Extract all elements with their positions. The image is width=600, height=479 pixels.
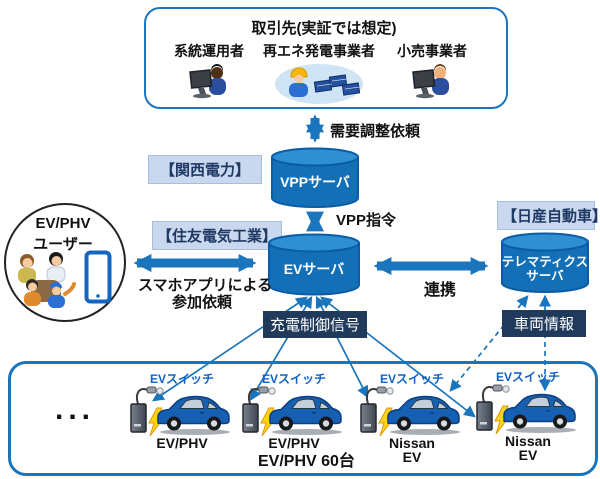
car-group-1: EVスイッチ EV/PHV bbox=[126, 370, 238, 462]
vpp-server-label: VPPサーバ bbox=[280, 174, 350, 190]
operator-at-desk-icon bbox=[189, 64, 226, 99]
ev-charging-car-icon bbox=[476, 384, 576, 434]
ev-switch-label: EVスイッチ bbox=[149, 372, 214, 386]
retailer-at-desk-icon bbox=[412, 64, 449, 99]
app-request-label-2: 参加依頼 bbox=[171, 294, 232, 311]
telematics-server-label-2: サーバ bbox=[526, 269, 564, 283]
trading-partners-title: 取引先(実証では想定) bbox=[251, 20, 397, 37]
app-request-label-1: スマホアプリによる bbox=[138, 277, 273, 294]
user-circle-line1: EV/PHV bbox=[35, 215, 91, 232]
car-label: Nissan EV bbox=[505, 433, 551, 463]
ev-charging-car-icon bbox=[360, 386, 460, 436]
car-group-4: EVスイッチ Nissan EV bbox=[472, 368, 584, 463]
entity-grid-operator: 系統運用者 bbox=[159, 41, 259, 108]
vpp-server: VPPサーバ bbox=[269, 146, 361, 208]
ev-charging-car-icon bbox=[242, 386, 342, 436]
smartphone-icon bbox=[84, 250, 112, 304]
demand-adjust-label: 需要調整依頼 bbox=[330, 123, 421, 140]
entity-renewable-operator: 再エネ発電事業者 bbox=[254, 41, 384, 110]
grid-operator-label: 系統運用者 bbox=[174, 43, 244, 59]
car-label: EV/PHV bbox=[156, 435, 208, 451]
vpp-command-label: VPP指令 bbox=[336, 212, 397, 229]
ev-switch-label: EVスイッチ bbox=[261, 372, 326, 386]
fleet-count-label: EV/PHV 60台 bbox=[258, 453, 355, 470]
ellipsis-more-vehicles: ... bbox=[55, 393, 96, 426]
ev-switch-label: EVスイッチ bbox=[379, 372, 444, 386]
sumitomo-electric-label: 【住友電気工業】 bbox=[152, 221, 282, 250]
server-cylinder-icon bbox=[268, 233, 360, 296]
ev-server-label: EVサーバ bbox=[283, 261, 345, 277]
server-cylinder-icon bbox=[271, 147, 359, 208]
car-group-3: EVスイッチ Nissan EV bbox=[356, 370, 468, 465]
retailer-label: 小売事業者 bbox=[397, 43, 467, 59]
kansai-electric-label: 【関西電力】 bbox=[148, 155, 262, 184]
vehicle-info-box: 車両情報 bbox=[502, 310, 586, 337]
telematics-server: テレマティクス サーバ bbox=[499, 231, 591, 293]
car-label: EV/PHV bbox=[268, 435, 320, 451]
renewable-operator-label: 再エネ発電事業者 bbox=[263, 43, 375, 59]
server-cylinder-icon bbox=[501, 232, 589, 293]
renewable-worker-icon bbox=[275, 64, 363, 104]
ev-switch-label: EVスイッチ bbox=[495, 370, 560, 384]
entity-retailer: 小売事業者 bbox=[382, 41, 482, 108]
telematics-server-label-1: テレマティクス bbox=[501, 255, 589, 269]
user-circle-line2: ユーザー bbox=[33, 236, 93, 253]
ev-charging-car-icon bbox=[130, 386, 230, 436]
charge-control-signal-box: 充電制御信号 bbox=[263, 311, 367, 338]
nissan-motor-label: 【日産自動車】 bbox=[497, 201, 600, 230]
link-label: 連携 bbox=[424, 282, 457, 299]
car-label: Nissan EV bbox=[389, 435, 435, 465]
car-group-2: EVスイッチ EV/PHV bbox=[238, 370, 350, 462]
family-icon bbox=[18, 252, 76, 308]
ev-server: EVサーバ bbox=[266, 232, 362, 296]
